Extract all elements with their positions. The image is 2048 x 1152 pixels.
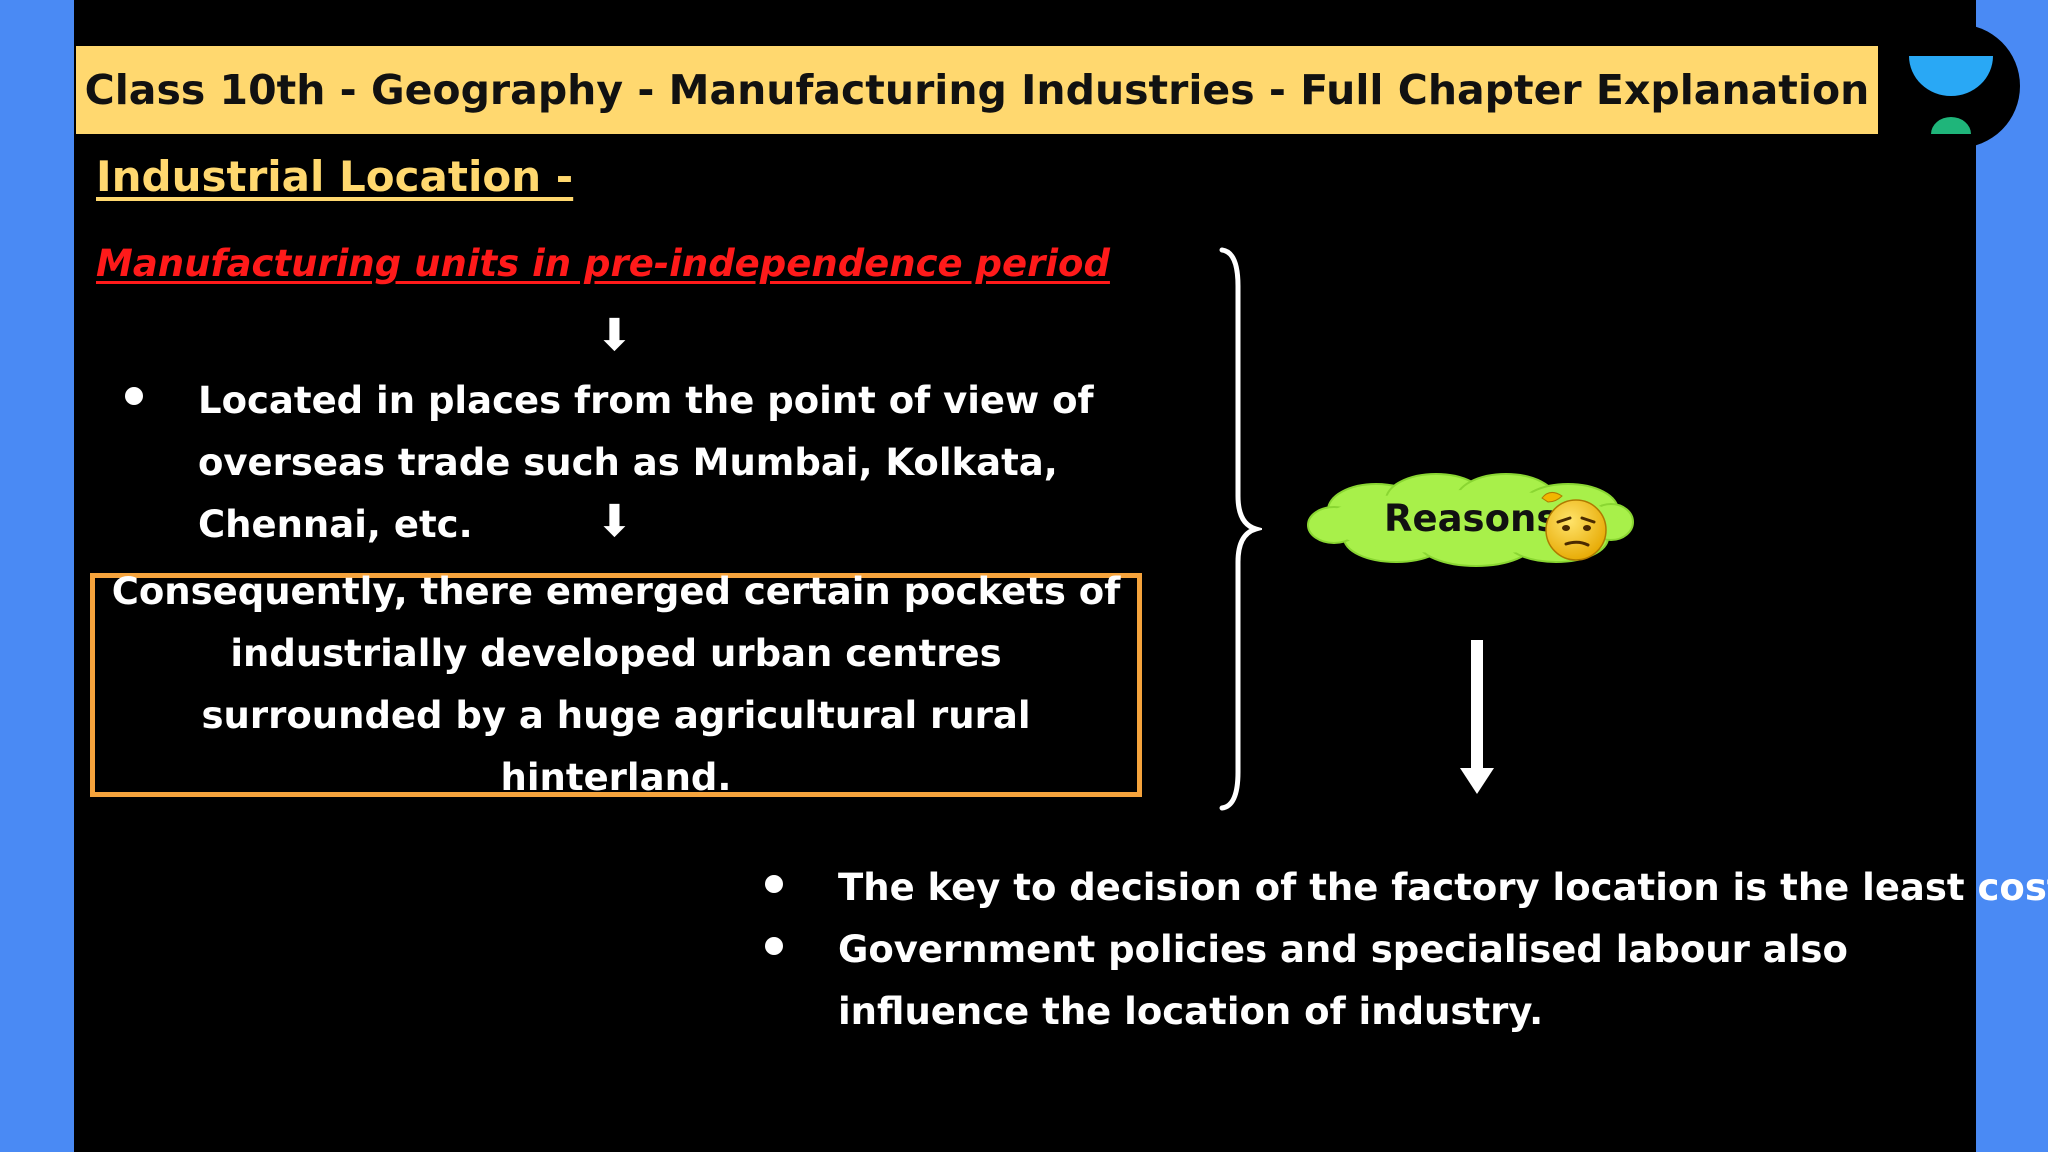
right-curly-brace-icon — [1219, 247, 1262, 811]
bullet-dot — [765, 875, 783, 893]
reasons-label: Reasons — [1384, 497, 1559, 540]
unacademy-logo-icon — [1909, 56, 1993, 134]
bullet-dot — [765, 937, 783, 955]
bullet-dot — [125, 387, 143, 405]
page-title: Class 10th - Geography - Manufacturing I… — [84, 66, 1870, 114]
arrow-down-icon: ⬇ — [596, 496, 633, 547]
right-bullet-text: Government policies and specialised labo… — [838, 928, 1848, 1033]
long-arrow-down-icon — [1460, 640, 1494, 794]
section-heading: Industrial Location - — [96, 152, 574, 201]
thinking-face-icon — [1541, 492, 1607, 561]
sub-heading: Manufacturing units in pre-independence … — [96, 242, 1110, 285]
left-bullet-text: Located in places from the point of view… — [198, 379, 1094, 546]
title-banner: Class 10th - Geography - Manufacturing I… — [76, 46, 1878, 134]
reasons-cloud-shape — [1307, 473, 1634, 567]
right-bullet-text: The key to decision of the factory locat… — [838, 866, 2048, 909]
consequence-text: Consequently, there emerged certain pock… — [111, 570, 1121, 799]
arrow-down-icon: ⬇ — [596, 310, 633, 361]
consequence-box: Consequently, there emerged certain pock… — [90, 570, 1142, 799]
